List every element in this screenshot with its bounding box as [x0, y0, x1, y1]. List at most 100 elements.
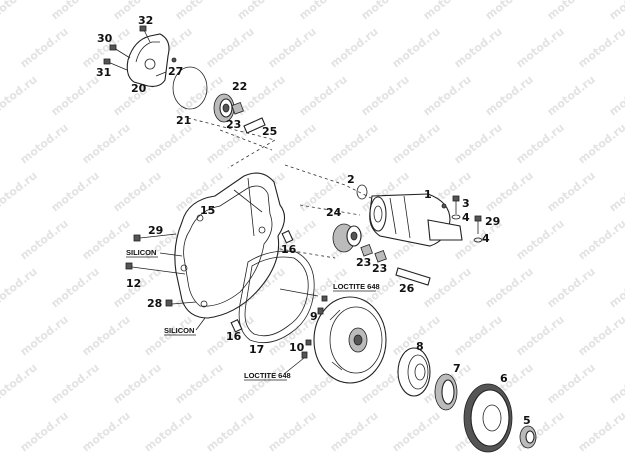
- label-26: 26: [399, 282, 415, 295]
- label-5: 5: [523, 414, 531, 427]
- watermark-text: motod.ru: [452, 121, 505, 166]
- label-16a: 16: [281, 243, 297, 256]
- watermark-text: motod.ru: [297, 169, 350, 214]
- watermark-text: motod.ru: [545, 361, 598, 406]
- watermark-text: motod.ru: [0, 169, 40, 214]
- watermark-text: motod.ru: [18, 313, 71, 358]
- watermark-text: motod.ru: [607, 265, 625, 310]
- ignition-cover-assembly: [103, 25, 177, 87]
- watermark-text: motod.ru: [421, 0, 474, 22]
- needle-bearing-5: [519, 425, 537, 449]
- watermark-text: motod.ru: [49, 169, 102, 214]
- label-15: 15: [200, 204, 215, 217]
- watermark-text: motod.ru: [173, 361, 226, 406]
- watermark-text: motod.ru: [142, 313, 195, 358]
- label-27: 27: [168, 65, 183, 78]
- label-8: 8: [416, 340, 424, 353]
- watermark-text: motod.ru: [80, 217, 133, 262]
- watermark-text: motod.ru: [514, 121, 567, 166]
- watermark-text: motod.ru: [421, 73, 474, 118]
- watermark-text: motod.ru: [204, 409, 257, 454]
- watermark-text: motod.ru: [514, 217, 567, 262]
- watermark-text: motod.ru: [483, 0, 536, 22]
- starter-motor-1: [369, 193, 463, 247]
- needle-bearing-23-b: [374, 250, 387, 263]
- label-20: 20: [131, 82, 147, 95]
- label-32: 32: [138, 14, 153, 27]
- watermark-text: motod.ru: [49, 0, 102, 22]
- watermark-text: motod.ru: [235, 361, 288, 406]
- screws-left: [125, 230, 294, 333]
- label-6: 6: [500, 372, 508, 385]
- watermark-text: motod.ru: [18, 25, 71, 70]
- watermark-text: motod.ru: [328, 409, 381, 454]
- label-3: 3: [462, 197, 470, 210]
- shaft-26: [395, 267, 431, 286]
- watermark-text: motod.ru: [483, 265, 536, 310]
- watermark-text: motod.ru: [607, 73, 625, 118]
- note-silicon-bottom: SILICON: [164, 326, 194, 335]
- watermark-text: motod.ru: [576, 121, 625, 166]
- watermark-text: motod.ru: [0, 361, 40, 406]
- watermark-text: motod.ru: [483, 169, 536, 214]
- watermark-text: motod.ru: [390, 25, 443, 70]
- label-7: 7: [453, 362, 461, 375]
- watermark-text: motod.ru: [49, 265, 102, 310]
- needle-bearing-23-a: [360, 244, 373, 257]
- watermark-text: motod.ru: [18, 121, 71, 166]
- watermark-text: motod.ru: [607, 169, 625, 214]
- freewheel-7: [434, 373, 458, 411]
- label-23c: 23: [372, 262, 387, 275]
- watermark-text: motod.ru: [545, 73, 598, 118]
- label-23-top: 23: [226, 118, 241, 131]
- watermark-text: motod.ru: [49, 361, 102, 406]
- watermark-text: motod.ru: [545, 169, 598, 214]
- watermark-text: motod.ru: [576, 313, 625, 358]
- rotor-flywheel: [313, 296, 387, 384]
- starter-bolts: [451, 195, 483, 243]
- label-29b: 29: [485, 215, 500, 228]
- watermark-text: motod.ru: [266, 409, 319, 454]
- watermark-text: motod.ru: [452, 313, 505, 358]
- note-loctite-bottom: LOCTITE 648: [244, 371, 291, 380]
- gear-22: [213, 93, 235, 123]
- label-29a: 29: [148, 224, 163, 237]
- label-4a: 4: [462, 211, 470, 224]
- label-9: 9: [310, 310, 318, 323]
- label-2: 2: [347, 173, 355, 186]
- watermark-text: motod.ru: [576, 25, 625, 70]
- label-23b: 23: [356, 256, 371, 269]
- label-28: 28: [147, 297, 162, 310]
- watermark-text: motod.ru: [359, 73, 412, 118]
- watermark-text: motod.ru: [359, 0, 412, 22]
- watermark-text: motod.ru: [80, 121, 133, 166]
- watermark-text: motod.ru: [421, 265, 474, 310]
- watermark-text: motod.ru: [607, 361, 625, 406]
- label-22: 22: [232, 80, 247, 93]
- watermark-text: motod.ru: [111, 169, 164, 214]
- note-silicon-top: SILICON: [126, 248, 156, 257]
- watermark-text: motod.ru: [297, 0, 350, 22]
- watermark-text: motod.ru: [80, 313, 133, 358]
- watermark-text: motod.ru: [390, 121, 443, 166]
- watermark-text: motod.ru: [0, 0, 40, 22]
- shaft-25: [243, 117, 266, 134]
- needle-bearing-23-top: [231, 102, 244, 115]
- watermark-text: motod.ru: [235, 0, 288, 22]
- watermark-text: motod.ru: [328, 25, 381, 70]
- watermark-text: motod.ru: [328, 121, 381, 166]
- watermark-text: motod.ru: [266, 25, 319, 70]
- watermark-text: motod.ru: [483, 73, 536, 118]
- watermark-text: motod.ru: [49, 73, 102, 118]
- gasket-17: [238, 250, 315, 344]
- leader-lines: [159, 252, 319, 375]
- watermark-text: motod.ru: [514, 313, 567, 358]
- label-25: 25: [262, 125, 277, 138]
- crankcase-cover-15: [174, 172, 286, 319]
- label-12: 12: [126, 277, 141, 290]
- watermark-text: motod.ru: [0, 265, 40, 310]
- watermark-text: motod.ru: [297, 73, 350, 118]
